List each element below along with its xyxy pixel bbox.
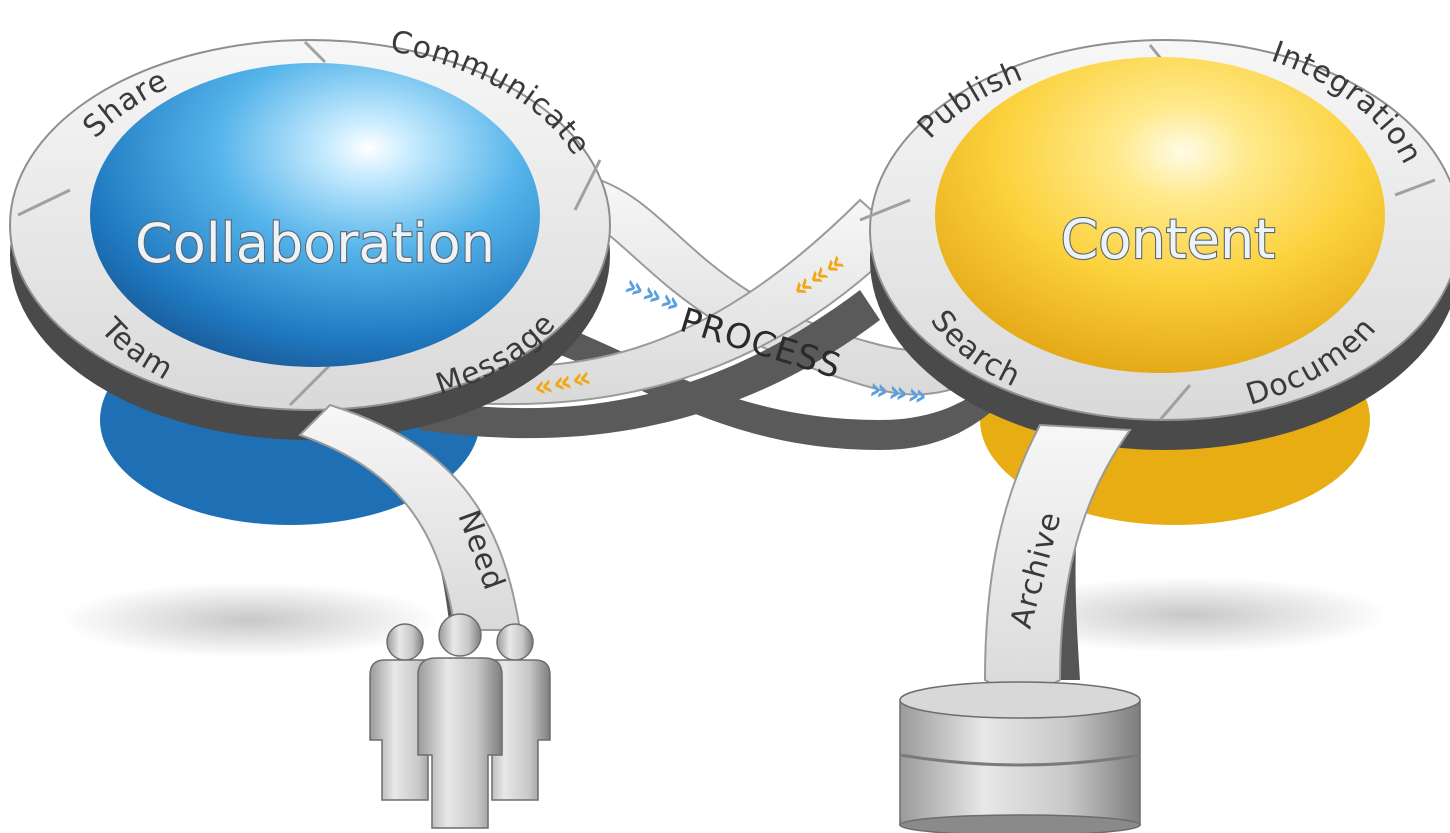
collaboration-ring-divider — [303, 40, 327, 64]
people-group-icon — [369, 613, 551, 829]
process-band-shadow — [480, 300, 1040, 450]
collaboration-ring-divider — [573, 159, 602, 211]
content-sphere — [935, 57, 1385, 373]
collaboration-ring-divider — [288, 363, 332, 407]
collaboration-title: Collaboration — [135, 212, 495, 275]
collaboration-ring-divider — [17, 188, 71, 217]
collaboration-sphere — [90, 63, 540, 367]
left-floor-shadow — [60, 582, 440, 658]
content-ring-divider — [1394, 178, 1436, 197]
content-ring-divider — [859, 198, 911, 222]
right-floor-shadow — [990, 577, 1390, 653]
database-icon — [899, 681, 1141, 833]
process-return-band-shadow — [420, 290, 880, 439]
content-title: Content — [1061, 208, 1276, 271]
content-ring-divider — [1158, 384, 1192, 421]
process-chevron-forward-2: »»» — [867, 371, 929, 414]
